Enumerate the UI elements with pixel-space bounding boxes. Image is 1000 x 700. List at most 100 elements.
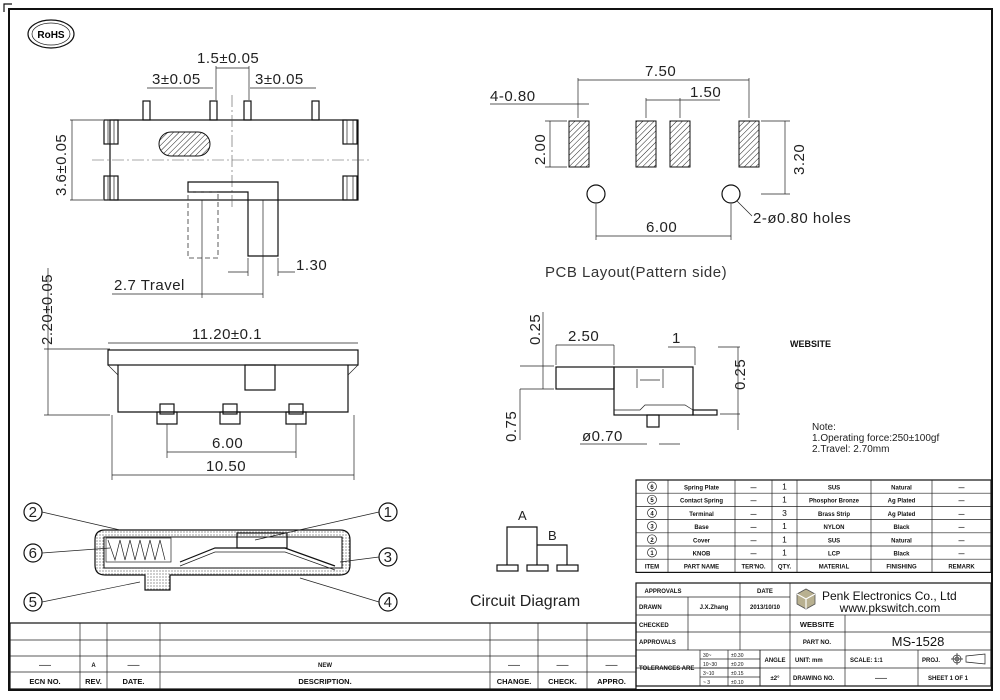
balloon-3: 3: [384, 549, 393, 566]
pcb-title: PCB Layout(Pattern side): [545, 264, 727, 281]
bom-cell-item: 2: [650, 538, 654, 544]
bom-cell-item: 3: [650, 525, 654, 531]
balloon-6: 6: [29, 545, 38, 562]
bom-cell-item: 4: [650, 511, 654, 517]
revision-cell: ——: [508, 663, 520, 669]
revision-cell: ——: [606, 663, 618, 669]
pcb-dim-total: 7.50: [645, 63, 676, 80]
bom-cell-remark: —: [959, 552, 965, 558]
item-balloon-icon: [647, 494, 657, 505]
end-dim-one: 1: [672, 330, 681, 347]
angle-value: ±2°: [770, 676, 780, 682]
pcb-holes-label: 2-ø0.80 holes: [753, 210, 851, 227]
angle-label: ANGLE: [765, 658, 786, 664]
revision-header: CHANGE.: [497, 677, 532, 686]
end-dim-pin: ø0.70: [582, 428, 623, 445]
tol-value: ±0.30: [731, 653, 744, 659]
bom-cell-finish: Ag Plated: [888, 512, 916, 518]
sheet-label: SHEET 1 OF 1: [928, 676, 969, 682]
bom-cell-item: 5: [650, 498, 654, 504]
bom-cell-item: 1: [650, 551, 654, 557]
company-logo-icon: [796, 588, 816, 610]
bom-cell-name: Terminal: [689, 512, 714, 518]
bom-cell-finish: Black: [893, 552, 910, 558]
end-dim-lever: 2.50: [568, 328, 599, 345]
bom-cell-remark: —: [959, 486, 965, 492]
revision-cell: ——: [557, 663, 569, 669]
bom-cell-qty: 1: [782, 534, 787, 544]
bom-header: PART NAME: [684, 565, 719, 571]
approvals-label: APPROVALS: [639, 640, 676, 646]
bom-cell-qty: 1: [782, 548, 787, 558]
dim-pitch-left: 3±0.05: [152, 71, 201, 88]
bom-cell-name: Base: [694, 525, 709, 531]
tol-value: ±0.20: [731, 662, 744, 668]
drawn-label: DRAWN: [639, 605, 662, 611]
bom-cell-remark: —: [959, 512, 965, 518]
checked-label: CHECKED: [639, 623, 669, 629]
bom-cell-name: Cover: [693, 538, 711, 544]
end-dim-right: 0.25: [732, 359, 749, 390]
bom-cell-ter: —: [751, 525, 757, 531]
bom-cell-qty: 1: [782, 495, 787, 505]
bom-cell-ter: —: [751, 499, 757, 505]
bom-cell-material: LCP: [828, 552, 840, 558]
spring-symbol: [158, 131, 211, 157]
dim-width: 3.6±0.05: [53, 134, 70, 196]
bom-cell-qty: 1: [782, 521, 787, 531]
date-header: DATE: [757, 589, 773, 595]
bom-header: ITEM: [645, 565, 659, 571]
bom-cell-material: Phosphor Bronze: [809, 499, 860, 505]
circuit-diagram: A B Circuit Diagram: [470, 508, 580, 610]
projection-label: PROJ.: [922, 658, 940, 664]
pcb-dim-pad-h: 2.00: [532, 134, 549, 165]
item-balloon-icon: [647, 534, 657, 545]
circuit-title: Circuit Diagram: [470, 593, 580, 610]
balloon-4: 4: [384, 594, 393, 611]
balloon-2: 2: [29, 504, 38, 521]
item-balloon-icon: [647, 521, 657, 531]
dim-pitch-right: 3±0.05: [255, 71, 304, 88]
balloon-5: 5: [29, 594, 38, 611]
revision-header: ECN NO.: [29, 677, 60, 686]
dim-travel: 2.7 Travel: [114, 277, 185, 294]
revision-cell: NEW: [318, 663, 332, 669]
bom-cell-name: Contact Spring: [680, 499, 723, 505]
tol-range: 3~10: [703, 671, 714, 677]
dim-height: 2.20±0.05: [39, 274, 56, 345]
approvals-header: APPROVALS: [645, 589, 682, 595]
bom-cell-item: 6: [650, 485, 654, 491]
bom-header: QTY.: [778, 565, 792, 571]
tol-value: ±0.10: [731, 680, 744, 686]
bom-cell-finish: Black: [893, 525, 910, 531]
projection-symbol-icon: [951, 653, 986, 665]
dim-pitch-center: 1.5±0.05: [197, 50, 259, 67]
drawing-no-label: DRAWING NO.: [793, 676, 835, 682]
notes-line1: 1.Operating force:250±100gf: [812, 433, 939, 444]
pcb-dim-pitch: 1.50: [690, 84, 721, 101]
bom-cell-ter: —: [751, 512, 757, 518]
bom-cell-material: SUS: [828, 486, 840, 492]
tol-range: ~ 3: [703, 680, 710, 686]
bom-cell-material: NYLON: [824, 525, 845, 531]
bom-header: TER'NO.: [741, 565, 765, 571]
drawing-no-value: ——: [875, 676, 887, 682]
unit-label: UNIT: mm: [795, 658, 823, 664]
drawn-date: 2013/10/10: [750, 605, 781, 611]
revision-header: APPRO.: [597, 677, 626, 686]
section-view: 2 6 5 1 3 4: [23, 502, 398, 612]
dim-foot-span: 10.50: [206, 458, 246, 475]
item-balloon-icon: [647, 547, 657, 558]
revision-header: DATE.: [123, 677, 145, 686]
notes-line2: 2.Travel: 2.70mm: [812, 444, 889, 455]
tol-range: 10~30: [703, 662, 717, 668]
website-label: WEBSITE: [790, 339, 831, 349]
bom-header: REMARK: [948, 565, 975, 571]
side-view: 2.20±0.05 11.20±0.1 6.00 10.50: [39, 268, 359, 480]
scale-label: SCALE: 1:1: [850, 658, 883, 664]
top-view: 1.5±0.05 3±0.05 3±0.05 3.6±0.05 1.30 2.7…: [53, 50, 372, 298]
revision-cell: ——: [128, 663, 140, 669]
drawing-frame: [8, 8, 993, 691]
revision-cell: ——: [39, 663, 51, 669]
